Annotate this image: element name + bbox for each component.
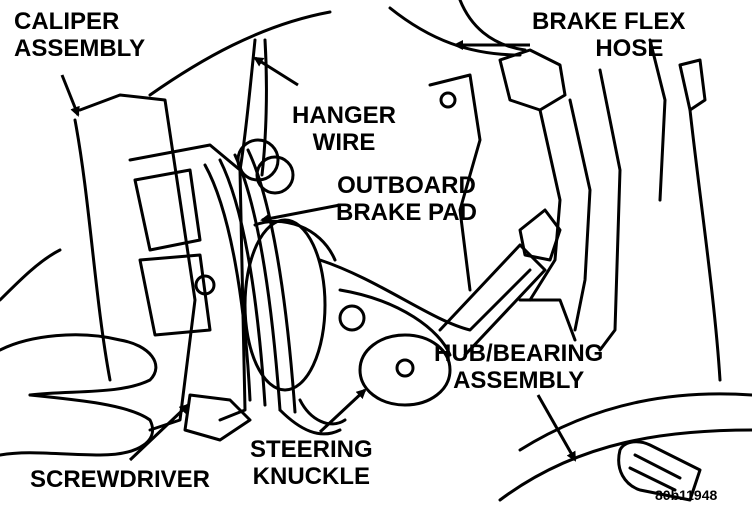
label-line: KNUCKLE xyxy=(252,463,370,490)
label-line: STEERING xyxy=(250,436,373,463)
hub-arrow xyxy=(536,394,577,462)
label-hanger-wire: HANGER WIRE xyxy=(292,102,396,156)
caliper-body xyxy=(78,93,197,432)
label-steering-knuckle: STEERING KNUCKLE xyxy=(250,436,373,490)
knuckle-arm xyxy=(318,258,532,332)
label-line: HANGER xyxy=(292,102,397,129)
label-caliper-assembly: CALIPER ASSEMBLY xyxy=(14,8,145,62)
figure-code: 80b11948 xyxy=(655,487,718,503)
rotor xyxy=(243,218,327,392)
label-line: HUB/BEARING xyxy=(434,340,604,367)
hanger-arrow xyxy=(253,56,299,87)
label-hub-bearing-assembly: HUB/BEARING ASSEMBLY xyxy=(434,340,603,394)
label-line: OUTBOARD xyxy=(337,172,476,199)
caliper-arrow xyxy=(60,74,80,117)
knuckle-boss xyxy=(358,333,452,407)
label-outboard-brake-pad: OUTBOARD BRAKE PAD xyxy=(336,172,477,226)
hanger-wire xyxy=(238,38,257,172)
label-line: WIRE xyxy=(312,129,376,156)
pad-arrow xyxy=(260,203,341,224)
hub-arc xyxy=(518,392,752,452)
label-line: BRAKE PAD xyxy=(336,199,477,226)
screwdriver-arrow xyxy=(128,403,190,462)
hose-bracket xyxy=(428,73,482,292)
label-line: SCREWDRIVER xyxy=(30,466,211,493)
hub-bolt xyxy=(617,440,702,502)
label-line: CALIPER xyxy=(14,8,120,35)
hand xyxy=(0,333,158,397)
label-line: ASSEMBLY xyxy=(14,35,146,62)
label-brake-flex-hose: BRAKE FLEX HOSE xyxy=(532,8,685,62)
label-screwdriver: SCREWDRIVER xyxy=(30,466,210,493)
label-line: BRAKE FLEX xyxy=(532,8,686,35)
knuckle-arrow xyxy=(318,388,367,434)
wheel-arc-outer xyxy=(148,10,332,97)
screwdriver-tip xyxy=(183,393,252,442)
label-line: HOSE xyxy=(595,35,664,62)
label-line: ASSEMBLY xyxy=(453,367,585,394)
